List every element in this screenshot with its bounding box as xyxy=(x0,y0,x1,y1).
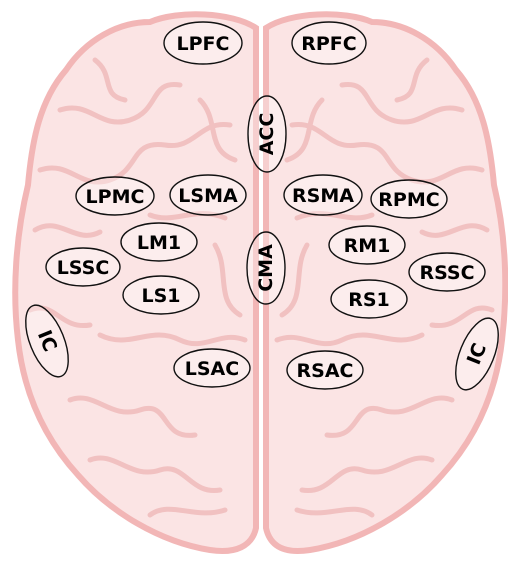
region-label-rm1: RM1 xyxy=(344,235,391,257)
region-label-lssc: LSSC xyxy=(57,257,110,279)
region-rpmc: RPMC xyxy=(371,180,447,218)
region-label-lm1: LM1 xyxy=(137,232,181,254)
region-cma: CMA xyxy=(247,232,285,304)
region-rm1: RM1 xyxy=(329,226,405,264)
region-label-rpfc: RPFC xyxy=(301,33,356,55)
region-ls1: LS1 xyxy=(123,276,199,314)
region-label-rsac: RSAC xyxy=(297,360,354,382)
region-label-rsma: RSMA xyxy=(292,185,354,207)
region-label-lsac: LSAC xyxy=(185,358,239,380)
region-lsac: LSAC xyxy=(174,349,250,387)
region-label-lsma: LSMA xyxy=(178,185,238,207)
region-lsma: LSMA xyxy=(170,175,246,215)
region-rssc: RSSC xyxy=(409,253,485,291)
region-label-rpmc: RPMC xyxy=(378,189,439,211)
region-lm1: LM1 xyxy=(121,223,197,261)
region-label-acc: ACC xyxy=(256,113,278,156)
region-label-rs1: RS1 xyxy=(348,289,390,311)
region-label-lpfc: LPFC xyxy=(177,33,230,55)
region-rsac: RSAC xyxy=(287,351,363,389)
region-label-ls1: LS1 xyxy=(141,285,180,307)
region-rpfc: RPFC xyxy=(292,22,366,64)
region-lpfc: LPFC xyxy=(164,22,242,64)
region-lpmc: LPMC xyxy=(76,177,154,215)
region-rsma: RSMA xyxy=(284,175,362,215)
region-label-cma: CMA xyxy=(255,244,277,292)
region-acc: ACC xyxy=(248,96,286,172)
region-rs1: RS1 xyxy=(331,280,407,318)
region-label-lpmc: LPMC xyxy=(86,186,145,208)
region-lssc: LSSC xyxy=(46,248,120,286)
region-label-rssc: RSSC xyxy=(419,262,474,284)
